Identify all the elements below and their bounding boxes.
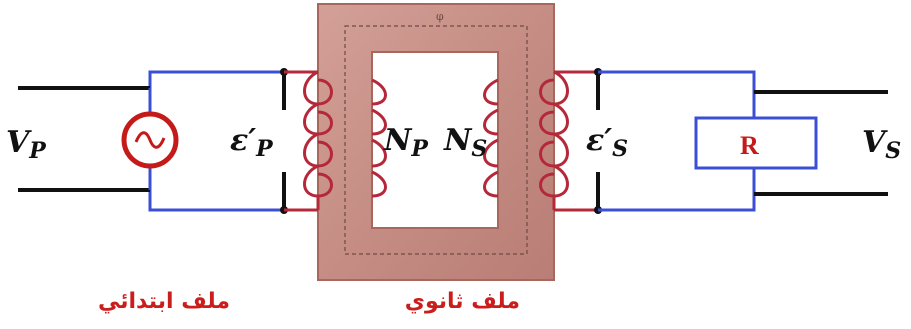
vs-label: VS <box>862 125 901 164</box>
secondary-turns-label: NS <box>443 123 487 162</box>
primary-coil <box>284 70 387 212</box>
primary-circuit-wires <box>148 70 318 212</box>
secondary-coil <box>483 70 598 212</box>
ac-source-icon <box>121 88 179 190</box>
primary-coil-label: ملف ابتدائي <box>98 289 230 314</box>
secondary-coil-label: ملف ثانوي <box>405 289 520 314</box>
primary-turns-label: NP <box>383 123 429 162</box>
resistor-label: R <box>740 131 759 160</box>
primary-emf-terminals <box>280 68 288 214</box>
primary-input-leads <box>18 86 150 192</box>
secondary-circuit-wires <box>598 70 756 212</box>
flux-symbol: φ <box>436 10 444 23</box>
vp-label: VP <box>6 125 47 164</box>
resistor-icon <box>694 116 818 170</box>
secondary-output-leads <box>754 90 888 196</box>
primary-emf-label: ε′P <box>230 123 274 162</box>
secondary-emf-label: ε′S <box>586 123 628 162</box>
transformer-core: φ <box>317 3 555 281</box>
